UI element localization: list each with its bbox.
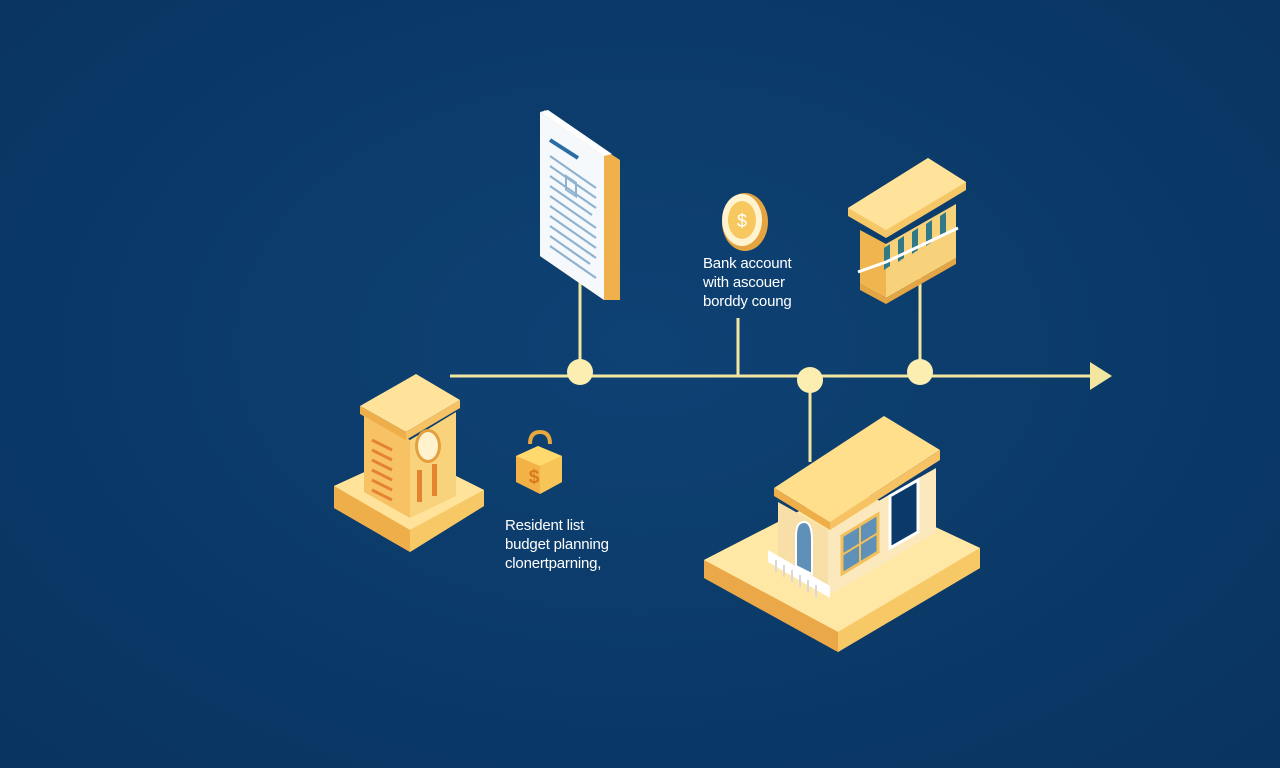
timeline-node bbox=[907, 359, 933, 385]
bank-building-icon bbox=[848, 158, 966, 304]
dollar-glyph: $ bbox=[737, 211, 747, 231]
resident-list-line: clonertparning, bbox=[505, 555, 602, 572]
coin-icon: $ bbox=[722, 193, 768, 251]
bank-account-line: with ascouer bbox=[703, 274, 785, 291]
resident-list-line: budget planning bbox=[505, 536, 609, 553]
bank-account-line: borddy coung bbox=[703, 293, 792, 310]
money-bag-icon: $ bbox=[516, 429, 562, 494]
dollar-glyph: $ bbox=[529, 467, 540, 488]
timeline-arrowhead bbox=[1090, 362, 1112, 390]
office-tower-icon bbox=[334, 374, 484, 552]
document-icon bbox=[540, 110, 620, 300]
bank-account-label: Bank account with ascouer borddy coung bbox=[703, 254, 792, 311]
house-icon bbox=[704, 416, 980, 652]
resident-list-label: Resident list budget planning clonertpar… bbox=[505, 516, 609, 573]
bank-account-line: Bank account bbox=[703, 255, 792, 272]
timeline bbox=[450, 276, 1094, 462]
resident-list-line: Resident list bbox=[505, 517, 585, 534]
timeline-node bbox=[567, 359, 593, 385]
timeline-node bbox=[797, 367, 823, 393]
